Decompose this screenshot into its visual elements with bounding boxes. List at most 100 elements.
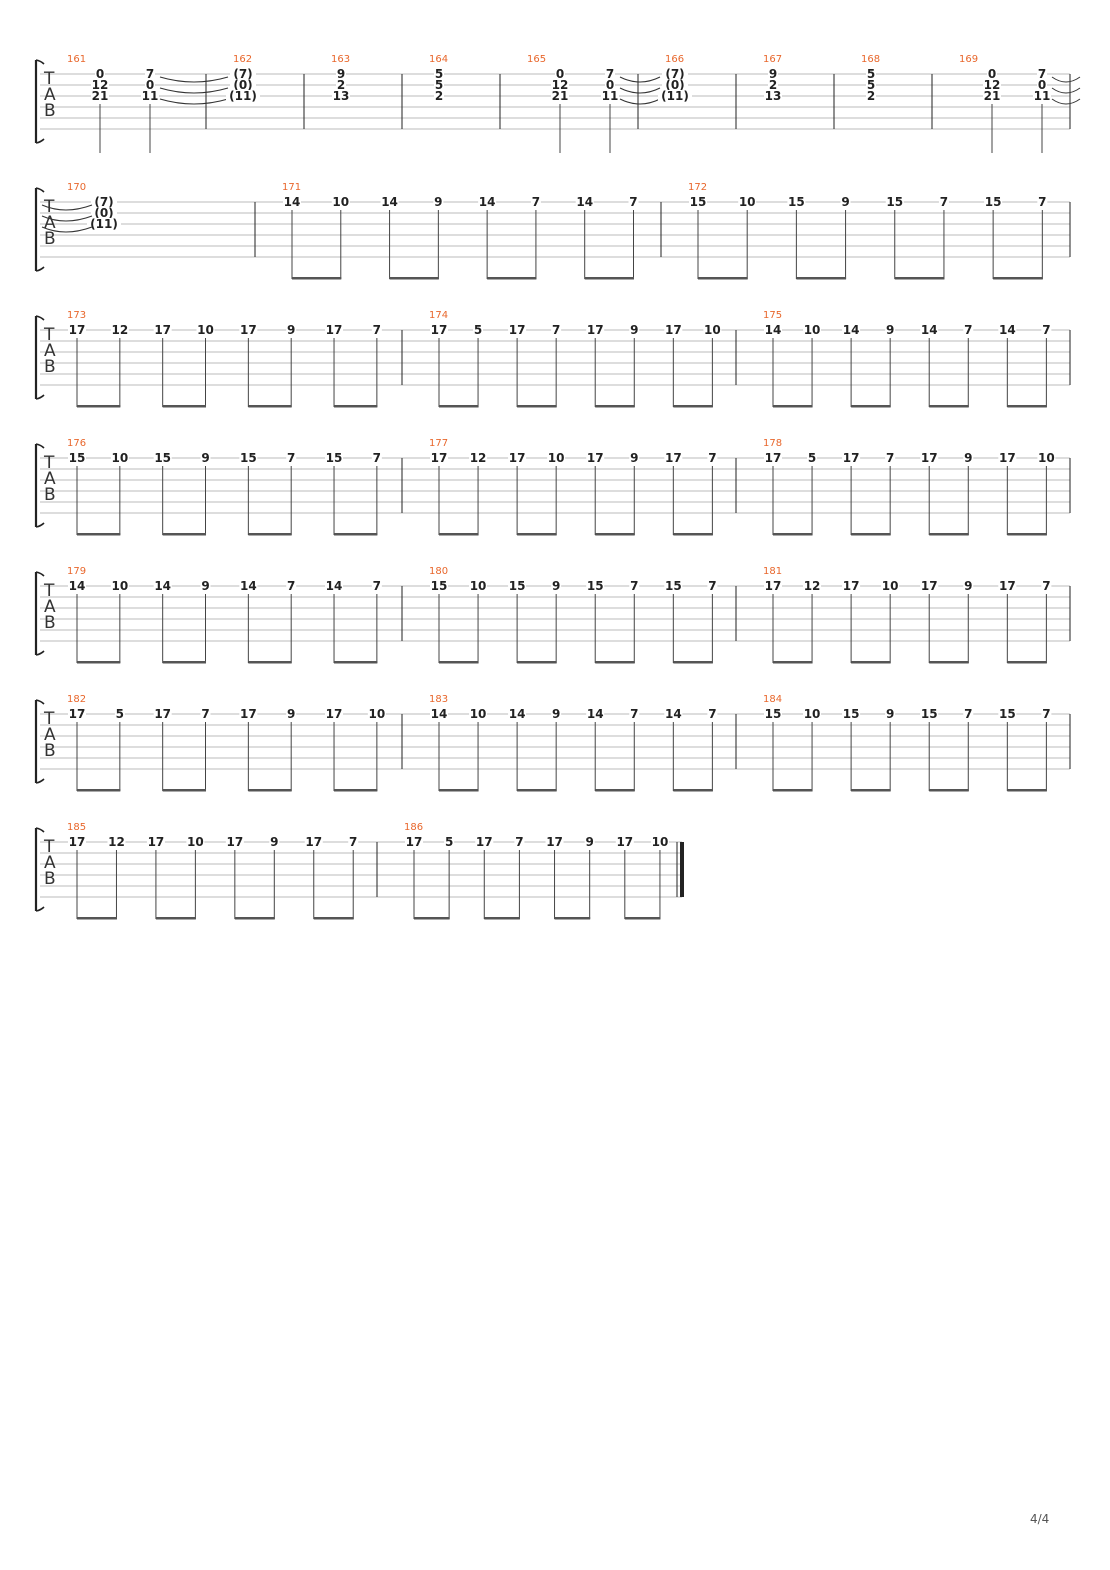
measure-number: 183	[429, 694, 448, 705]
fret-mask	[405, 836, 423, 848]
fret-mask	[239, 324, 258, 336]
fret-mask	[200, 708, 211, 720]
fret-number: 12	[804, 579, 821, 593]
system-bracket-hook	[35, 315, 45, 321]
fret-number: 9	[337, 67, 345, 81]
fret-number: 17	[509, 323, 526, 337]
fret-number: 14	[431, 707, 448, 721]
fret-mask	[605, 79, 615, 90]
fret-mask	[885, 324, 896, 336]
fret-mask	[664, 452, 683, 464]
beam	[673, 661, 713, 664]
fret-mask	[764, 708, 782, 720]
fret-mask	[987, 68, 997, 79]
fret-number: 15	[999, 707, 1016, 721]
fret-mask	[68, 580, 86, 592]
fret-mask	[68, 708, 86, 720]
measure-number: 165	[527, 54, 546, 65]
fret-number: 17	[69, 835, 86, 849]
fret-number: 12	[111, 323, 128, 337]
fret-number: 17	[546, 835, 563, 849]
fret-number: 14	[154, 579, 171, 593]
fret-mask	[1037, 68, 1047, 79]
system-bracket-hook	[35, 443, 45, 449]
fret-mask	[348, 836, 359, 848]
beam	[584, 277, 634, 280]
fret-number: 7	[287, 579, 295, 593]
fret-mask	[110, 580, 129, 592]
measure-number: 184	[763, 694, 782, 705]
fret-mask	[304, 836, 323, 848]
tab-clef-letter: A	[44, 469, 56, 489]
fret-mask	[146, 836, 165, 848]
fret-number: 7	[886, 451, 894, 465]
beam	[77, 405, 121, 408]
fret-number: 9	[886, 323, 894, 337]
fret-mask	[551, 324, 562, 336]
tab-clef-letter: B	[44, 357, 56, 377]
beam	[851, 405, 891, 408]
fret-number: 2	[435, 89, 443, 103]
fret-number: 10	[804, 707, 821, 721]
fret-number: 9	[201, 579, 209, 593]
fret-number: 7	[940, 195, 948, 209]
measure-number: 176	[67, 438, 86, 449]
fret-number: (11)	[661, 89, 689, 103]
fret-mask	[200, 580, 211, 592]
fret-mask	[380, 196, 399, 208]
fret-number: 17	[148, 835, 165, 849]
fret-mask	[1041, 324, 1052, 336]
fret-number: 17	[665, 451, 682, 465]
beam	[77, 661, 121, 664]
fret-number: 2	[769, 78, 777, 92]
fret-number: 14	[509, 707, 526, 721]
fret-mask	[508, 324, 527, 336]
fret-number: (7)	[94, 195, 113, 209]
tie	[41, 226, 93, 233]
fret-number: 5	[116, 707, 124, 721]
beam	[595, 533, 635, 536]
measure-number: 166	[665, 54, 684, 65]
fret-mask	[885, 196, 904, 208]
fret-number: 14	[69, 579, 86, 593]
fret-mask	[920, 580, 939, 592]
tab-clef-letter: B	[44, 613, 56, 633]
fret-number: 10	[548, 451, 565, 465]
fret-number: 9	[964, 451, 972, 465]
beam	[929, 533, 969, 536]
fret-number: 10	[739, 195, 756, 209]
fret-number: (11)	[229, 89, 257, 103]
fret-number: 17	[509, 451, 526, 465]
system-bracket-hook	[35, 827, 45, 833]
fret-number: 7	[201, 707, 209, 721]
system-bracket-hook	[35, 906, 45, 912]
fret-mask	[331, 196, 350, 208]
fret-mask	[575, 196, 594, 208]
fret-number: 17	[921, 579, 938, 593]
tie	[619, 87, 661, 94]
fret-number: 17	[476, 835, 493, 849]
fret-mask	[658, 90, 692, 101]
fret-number: 7	[1038, 67, 1046, 81]
tab-clef-letter: A	[44, 597, 56, 617]
fret-mask	[664, 708, 683, 720]
fret-mask	[629, 452, 640, 464]
fret-mask	[764, 580, 782, 592]
fret-number: 17	[226, 835, 243, 849]
fret-number: 7	[630, 579, 638, 593]
fret-mask	[586, 580, 605, 592]
fret-number: 12	[108, 835, 125, 849]
fret-mask	[615, 836, 634, 848]
fret-number: 7	[146, 67, 154, 81]
fret-number: 9	[769, 67, 777, 81]
beam	[414, 917, 450, 920]
fret-mask	[239, 452, 258, 464]
fret-mask	[963, 580, 974, 592]
beam	[517, 533, 557, 536]
tab-clef-letter: B	[44, 741, 56, 761]
fret-number: 7	[373, 579, 381, 593]
fret-number: 17	[69, 323, 86, 337]
fret-number: 17	[999, 451, 1016, 465]
fret-mask	[885, 708, 896, 720]
fret-mask	[469, 580, 488, 592]
